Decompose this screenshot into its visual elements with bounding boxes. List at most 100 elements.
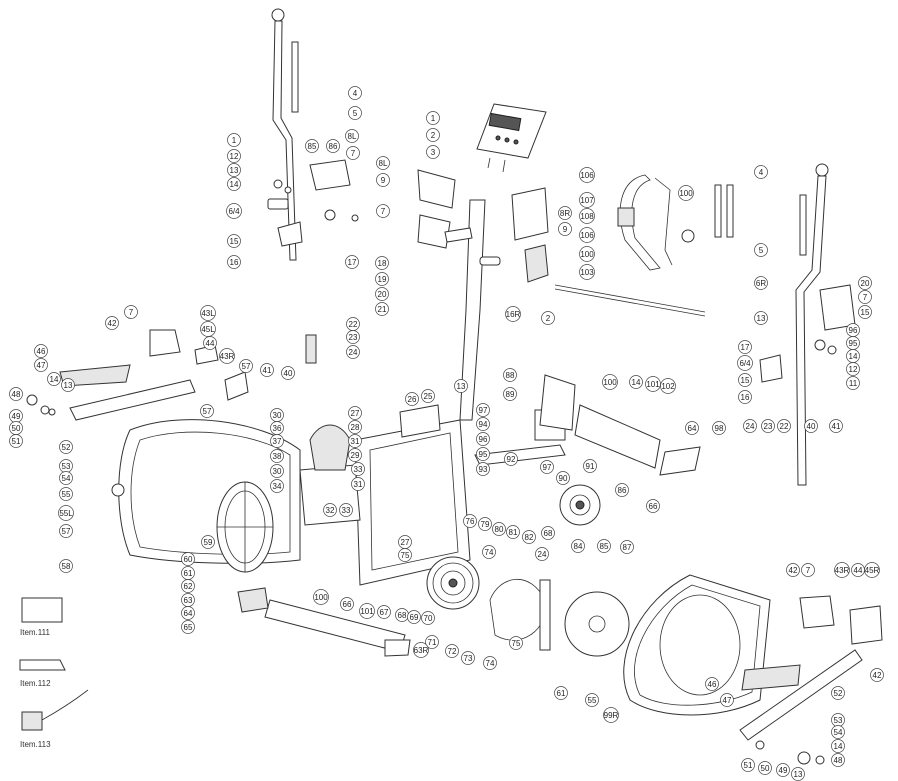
callout-bubble (738, 390, 752, 404)
callout-number: 85 (600, 542, 609, 551)
callout-bubble (829, 419, 843, 433)
callout-number: 48 (12, 390, 21, 399)
callout-number: 2 (546, 314, 551, 323)
callout-bubble (426, 145, 440, 159)
callout-number: 101 (646, 380, 660, 389)
callout-bubble (476, 403, 490, 417)
part-callout: 80 (492, 522, 506, 536)
part-callout: 30 (270, 464, 284, 478)
callout-bubble (858, 276, 872, 290)
part-callout: 17 (738, 340, 752, 354)
part-callout: 64 (181, 606, 195, 620)
part-callout: 54 (59, 471, 73, 485)
callout-bubble (571, 539, 585, 553)
part-callout: 2 (426, 128, 440, 142)
part-callout: 43L (200, 305, 216, 321)
callout-bubble (754, 276, 768, 290)
callout-bubble (181, 606, 195, 620)
callout-bubble (227, 133, 241, 147)
callout-bubble (831, 686, 845, 700)
part-callout: 49 (9, 409, 23, 423)
part-callout: 32 (323, 503, 337, 517)
callout-bubble (554, 686, 568, 700)
part-callout: 13 (791, 767, 805, 781)
callout-number: 9 (381, 176, 386, 185)
callout-number: 55L (59, 509, 73, 518)
callout-bubble (407, 610, 421, 624)
part-callout: 67 (377, 605, 391, 619)
callout-number: 17 (348, 258, 357, 267)
part-callout: 40 (281, 366, 295, 380)
callout-bubble (305, 139, 319, 153)
part-callout: 14 (831, 739, 845, 753)
part-callout: 88 (503, 368, 517, 382)
callout-number: 32 (326, 506, 335, 515)
part-callout: 96 (846, 323, 860, 337)
callout-bubble (858, 305, 872, 319)
callout-number: 6/4 (228, 207, 240, 216)
callout-number: 80 (495, 525, 504, 534)
part-callout: 9 (558, 222, 572, 236)
callout-number: 66 (649, 502, 658, 511)
callout-bubble (359, 603, 375, 619)
part-callout: 23 (346, 330, 360, 344)
callout-number: 74 (486, 659, 495, 668)
item-112-tool-icon (19, 659, 66, 671)
part-callout: 5 (754, 243, 768, 257)
callout-bubble (556, 471, 570, 485)
callout-bubble (535, 547, 549, 561)
callout-bubble (59, 524, 73, 538)
callout-number: 75 (512, 639, 521, 648)
callout-number: 91 (586, 462, 595, 471)
callout-bubble (620, 540, 634, 554)
callout-bubble (47, 372, 61, 386)
part-callout: 100 (602, 374, 618, 390)
callout-bubble (804, 419, 818, 433)
callout-number: 40 (807, 422, 816, 431)
callout-number: 84 (574, 542, 583, 551)
part-callout: 45R (864, 562, 880, 578)
callout-bubble (426, 128, 440, 142)
callout-number: 100 (580, 250, 594, 259)
callout-bubble (200, 404, 214, 418)
callout-bubble (864, 562, 880, 578)
part-callout: 14 (629, 375, 643, 389)
part-callout: 5 (348, 106, 362, 120)
callout-bubble (201, 535, 215, 549)
callout-number: 65 (184, 623, 193, 632)
part-callout: 63R (413, 642, 429, 658)
callout-bubble (346, 345, 360, 359)
callout-number: 52 (834, 689, 843, 698)
part-callout: 93 (476, 462, 490, 476)
callout-bubble (777, 419, 791, 433)
callout-bubble (59, 559, 73, 573)
callout-number: 19 (378, 275, 387, 284)
callout-bubble (831, 753, 845, 767)
callout-bubble (226, 203, 242, 219)
callout-number: 23 (349, 333, 358, 342)
part-callout: 6R (754, 276, 768, 290)
callout-bubble (870, 668, 884, 682)
callout-bubble (646, 499, 660, 513)
callout-bubble (348, 106, 362, 120)
callout-number: 57 (62, 527, 71, 536)
right-side-shroud (623, 574, 771, 716)
callout-number: 14 (632, 378, 641, 387)
callout-bubble (597, 539, 611, 553)
callout-number: 90 (559, 474, 568, 483)
callout-bubble (541, 311, 555, 325)
part-callout: 31 (348, 434, 362, 448)
callout-number: 12 (849, 365, 858, 374)
part-callout: 69 (407, 610, 421, 624)
callout-bubble (522, 530, 536, 544)
callout-number: 3 (431, 148, 436, 157)
callout-bubble (9, 434, 23, 448)
callout-number: 61 (557, 689, 566, 698)
callout-bubble (413, 642, 429, 658)
item-111-adapter-icon (21, 597, 63, 623)
part-callout: 58 (59, 559, 73, 573)
part-callout: 7 (858, 290, 872, 304)
callout-number: 108 (580, 212, 594, 221)
callout-number: 102 (661, 382, 675, 391)
callout-bubble (476, 462, 490, 476)
